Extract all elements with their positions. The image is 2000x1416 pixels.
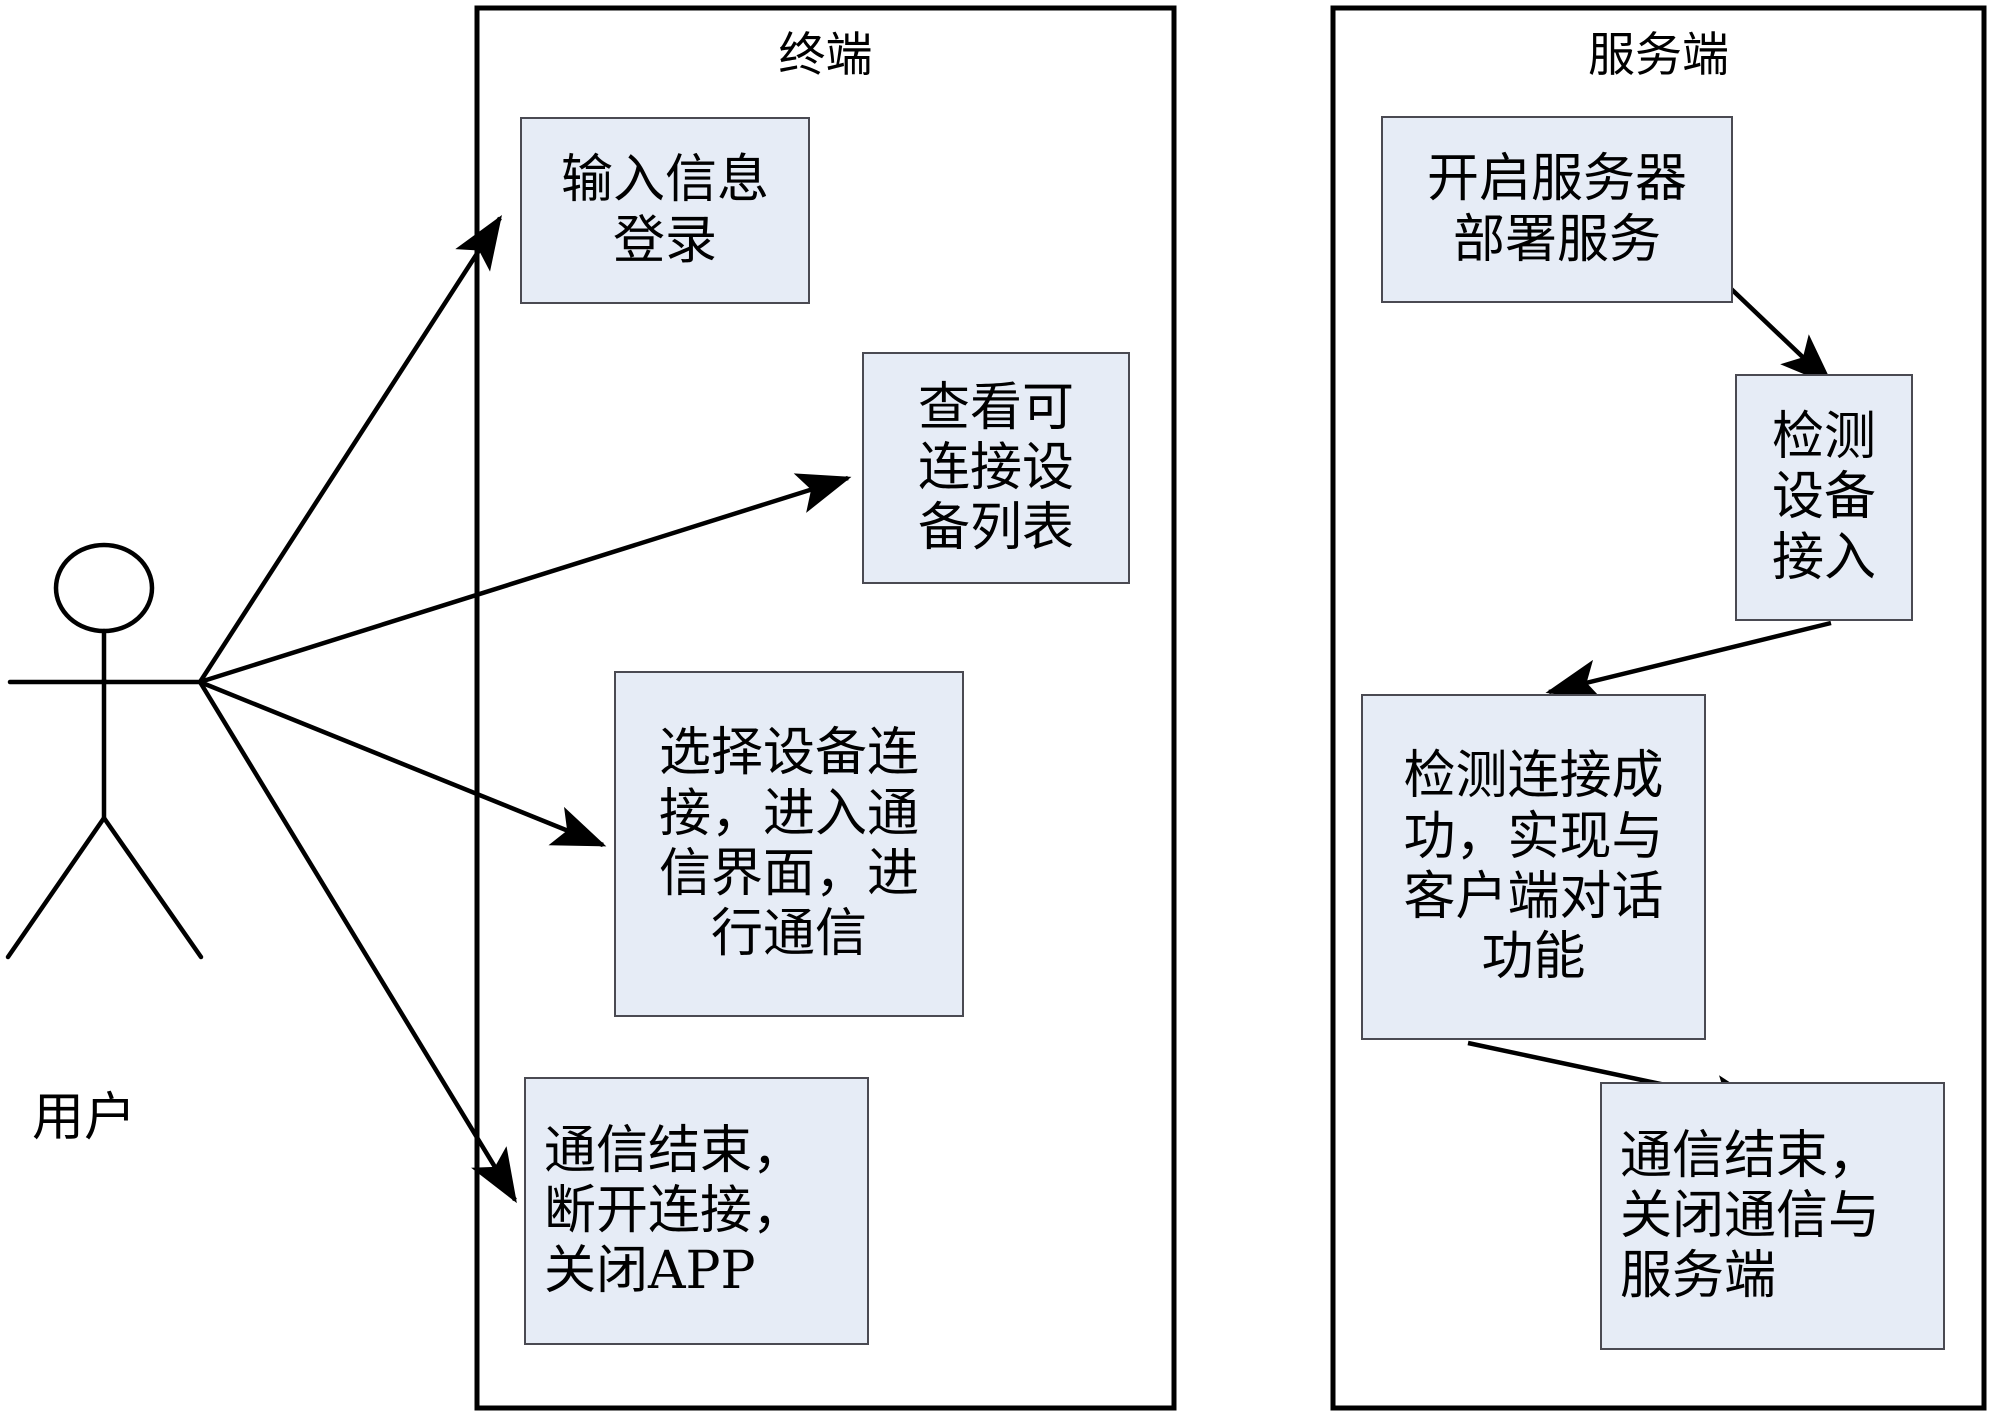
usecase-end-close[interactable]: 通信结束， 断开连接， 关闭APP (524, 1077, 869, 1345)
assoc-user-to-connect-chat (199, 679, 607, 848)
user-actor-label: 用户 (32, 1088, 137, 1148)
assoc-start-server-to-detect-device (1724, 282, 1834, 387)
usecase-close-comm[interactable]: 通信结束， 关闭通信与 服务端 (1600, 1082, 1945, 1350)
usecase-detect-success[interactable]: 检测连接成 功，实现与 客户端对话 功能 (1361, 694, 1706, 1040)
actor-head (53, 542, 155, 634)
actor-leg-left (5, 815, 107, 960)
assoc-user-to-end-close (198, 680, 517, 1204)
usecase-connect-chat[interactable]: 选择设备连 接，进入通 信界面，进 行通信 (614, 671, 964, 1017)
assoc-detect-device-to-detect-success (1545, 620, 1832, 701)
actor-leg-right (101, 815, 204, 960)
assoc-user-to-login (198, 214, 502, 684)
usecase-detect-device[interactable]: 检测 设备 接入 (1735, 374, 1913, 621)
assoc-user-to-device-list (199, 473, 852, 685)
usecase-start-server[interactable]: 开启服务器 部署服务 (1381, 116, 1733, 303)
usecase-login[interactable]: 输入信息 登录 (520, 117, 810, 304)
server-panel-title: 服务端 (1588, 28, 1729, 83)
user-actor-figure (5, 542, 204, 960)
terminal-panel-title: 终端 (778, 28, 873, 83)
usecase-device-list[interactable]: 查看可 连接设 备列表 (862, 352, 1130, 584)
